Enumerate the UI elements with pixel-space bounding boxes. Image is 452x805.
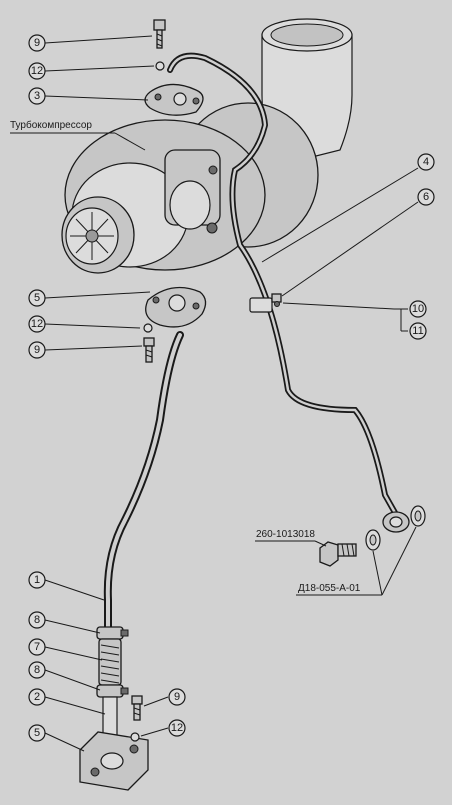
bottom-flange xyxy=(79,731,149,791)
top-bolt xyxy=(153,19,166,49)
leader-lines xyxy=(10,35,419,752)
callout-8-lower: 8 xyxy=(28,661,46,679)
drain-bolt xyxy=(143,337,155,363)
svg-text:4: 4 xyxy=(423,156,429,168)
svg-text:10: 10 xyxy=(412,303,424,315)
washer-part-number: Д18-055-А-01 xyxy=(298,583,361,594)
turbocharger xyxy=(61,18,353,274)
callout-9-bottom: 9 xyxy=(168,688,186,706)
callout-9-top: 9 xyxy=(28,34,46,52)
bolt-part-number: 260-1013018 xyxy=(256,529,315,540)
callout-8-upper: 8 xyxy=(28,611,46,629)
drain-hose xyxy=(98,638,122,686)
turbocharger-label: Турбокомпрессор xyxy=(10,119,92,131)
svg-text:12: 12 xyxy=(171,722,183,734)
callout-9-middle: 9 xyxy=(28,341,46,359)
top-flange-gasket xyxy=(144,83,204,116)
callout-11: 11 xyxy=(409,322,427,340)
top-washer xyxy=(155,61,165,71)
hose-clamp-upper xyxy=(96,626,129,640)
bottom-washer xyxy=(130,732,140,742)
callout-3: 3 xyxy=(28,87,46,105)
callout-2: 2 xyxy=(28,688,46,706)
callout-12-middle: 12 xyxy=(28,315,46,333)
callout-12-top: 12 xyxy=(28,62,46,80)
drain-lower-washer xyxy=(143,323,153,333)
svg-text:12: 12 xyxy=(31,318,43,330)
svg-text:1: 1 xyxy=(34,574,40,586)
bottom-bolt xyxy=(131,695,143,721)
svg-text:11: 11 xyxy=(412,325,423,337)
banjo-bolt xyxy=(319,541,357,567)
svg-text:5: 5 xyxy=(34,727,40,739)
callout-5-lower: 5 xyxy=(28,724,46,742)
callout-6: 6 xyxy=(417,188,435,206)
oil-drain-pipe xyxy=(103,331,184,704)
svg-text:8: 8 xyxy=(34,614,40,626)
svg-text:6: 6 xyxy=(423,191,429,203)
callout-5-upper: 5 xyxy=(28,289,46,307)
svg-text:9: 9 xyxy=(34,37,40,49)
banjo-fitting xyxy=(382,511,410,533)
svg-text:7: 7 xyxy=(34,641,40,653)
callout-10: 10 xyxy=(409,300,427,318)
pipe-clamp xyxy=(249,293,282,313)
oil-supply-pipe xyxy=(167,52,401,521)
banjo-washers xyxy=(365,505,426,551)
svg-text:2: 2 xyxy=(34,691,40,703)
callout-12-bottom: 12 xyxy=(168,719,186,737)
svg-text:9: 9 xyxy=(174,691,180,703)
svg-text:9: 9 xyxy=(34,344,40,356)
callout-1: 1 xyxy=(28,571,46,589)
callout-bracket-10-11 xyxy=(394,308,408,332)
svg-text:3: 3 xyxy=(34,90,40,102)
drain-flange xyxy=(145,286,207,328)
svg-text:5: 5 xyxy=(34,292,40,304)
svg-text:8: 8 xyxy=(34,664,40,676)
svg-text:12: 12 xyxy=(31,65,43,77)
hose-clamp-lower xyxy=(96,684,129,698)
callout-7: 7 xyxy=(28,638,46,656)
callout-4: 4 xyxy=(417,153,435,171)
